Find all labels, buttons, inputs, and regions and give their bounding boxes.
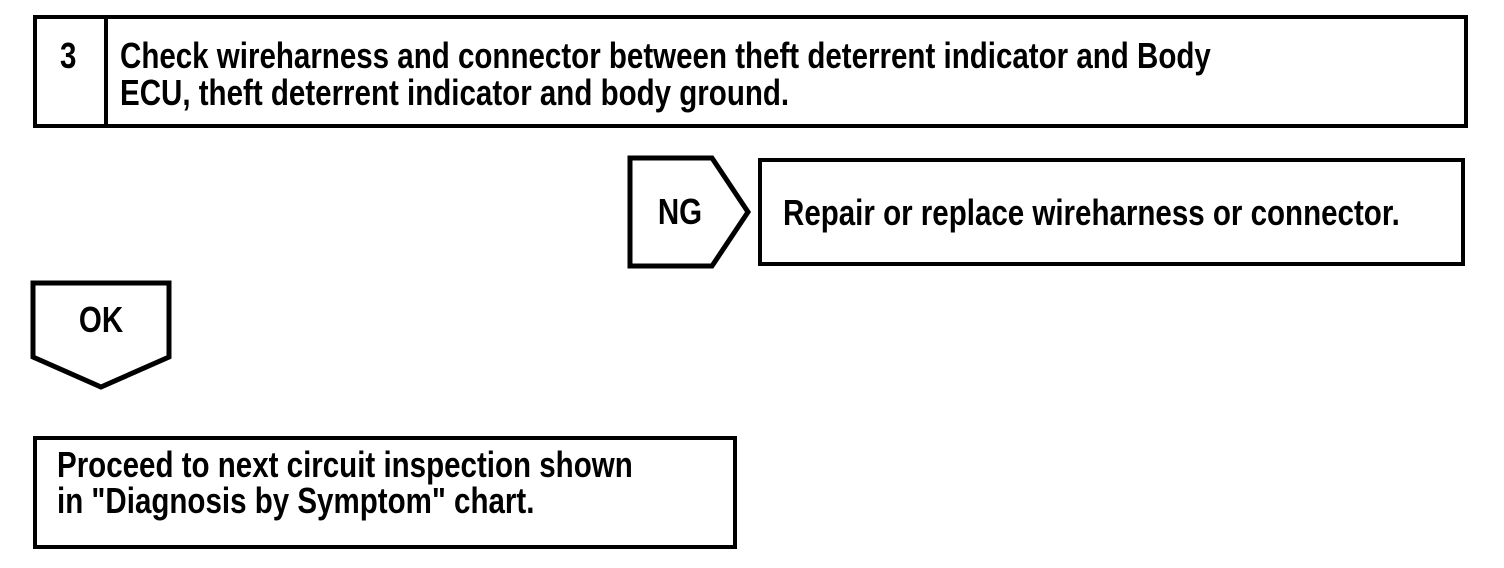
step-instruction-line-1: Check wireharness and connector between … [119,35,1211,76]
ok-action-line-1: Proceed to next circuit inspection shown [57,444,633,485]
ok-connector-shape [30,280,172,390]
ng-action-box: Repair or replace wireharness or connect… [758,158,1465,266]
ng-label: NG [657,191,703,232]
step-instruction-line-2: ECU, theft deterrent indicator and body … [119,72,789,113]
ng-action-text: Repair or replace wireharness or connect… [783,191,1400,233]
ok-action-line-2: in "Diagnosis by Symptom" chart. [57,480,535,521]
step-instruction: Check wireharness and connector between … [108,19,1464,124]
ok-action-box: Proceed to next circuit inspection shown… [33,436,737,549]
ng-connector-shape [627,155,752,269]
step-number-cell: 3 [37,19,108,124]
ng-connector-label-wrap: NG [630,158,730,266]
ok-connector-label-wrap: OK [33,283,169,357]
step-box: 3 Check wireharness and connector betwee… [33,15,1468,128]
step-number: 3 [60,35,77,76]
ok-label: OK [78,299,124,340]
